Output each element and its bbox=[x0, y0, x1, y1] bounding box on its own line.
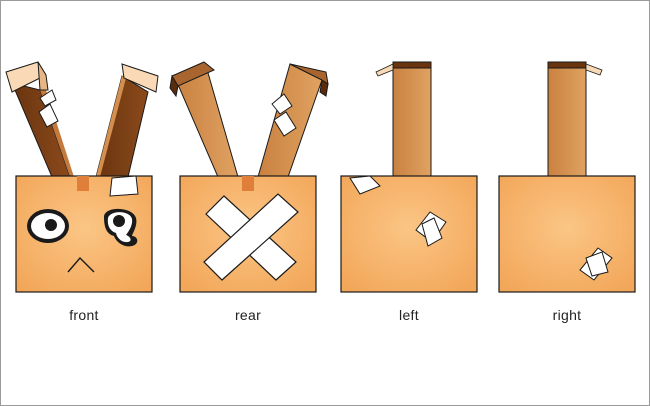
tape-patch bbox=[415, 211, 447, 247]
mouth bbox=[67, 256, 95, 273]
seam bbox=[77, 176, 89, 191]
tape-patch bbox=[349, 175, 381, 195]
ear-left bbox=[169, 61, 239, 178]
view-rear bbox=[169, 61, 329, 293]
view-front bbox=[5, 61, 159, 293]
view-label-front: front bbox=[69, 307, 99, 323]
eye-right bbox=[104, 208, 138, 247]
ear-right bbox=[95, 63, 159, 178]
tape-patch bbox=[109, 175, 139, 197]
body-box bbox=[498, 175, 636, 293]
seam bbox=[242, 176, 254, 191]
ear-right bbox=[257, 63, 329, 178]
tape-patch bbox=[579, 247, 613, 281]
view-left bbox=[340, 61, 478, 293]
view-label-right: right bbox=[552, 307, 582, 323]
body-box bbox=[340, 175, 478, 293]
view-label-rear: rear bbox=[234, 307, 262, 323]
eye-left bbox=[27, 209, 69, 243]
view-right bbox=[498, 61, 636, 293]
ear-side bbox=[547, 61, 603, 178]
tape-patch bbox=[38, 89, 59, 128]
ear-side bbox=[375, 61, 432, 178]
tape-patch bbox=[271, 93, 297, 137]
ear-left bbox=[5, 61, 74, 178]
cross-tape bbox=[203, 193, 299, 281]
view-label-left: left bbox=[399, 307, 419, 323]
